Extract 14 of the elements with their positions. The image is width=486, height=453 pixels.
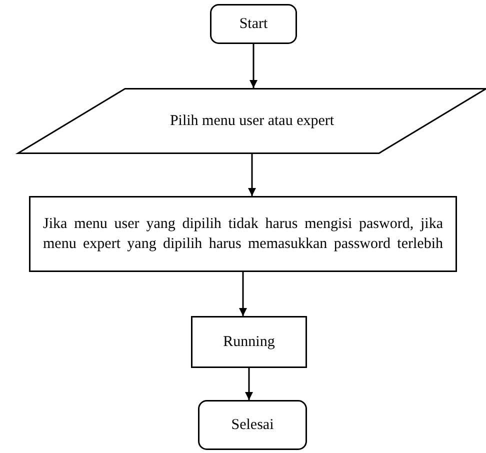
process-box	[191, 316, 307, 368]
arrow	[239, 272, 247, 316]
terminator-box	[198, 400, 307, 450]
node-label: Selesai	[231, 416, 274, 434]
arrow	[245, 368, 253, 400]
arrow	[250, 44, 258, 88]
process-box	[29, 196, 457, 272]
terminator-box	[210, 4, 297, 44]
node-label: Running	[223, 334, 275, 350]
node-label: Start	[239, 16, 268, 32]
node-label: Jika menu user yang dipilih tidak harus mengisi pasword, jika menu expert yang dipilih harus memasukkan password terlebih	[42, 215, 444, 254]
arrow	[248, 154, 256, 196]
input-parallelogram	[18, 88, 486, 154]
node-label: Pilih menu user atau expert	[170, 112, 334, 130]
